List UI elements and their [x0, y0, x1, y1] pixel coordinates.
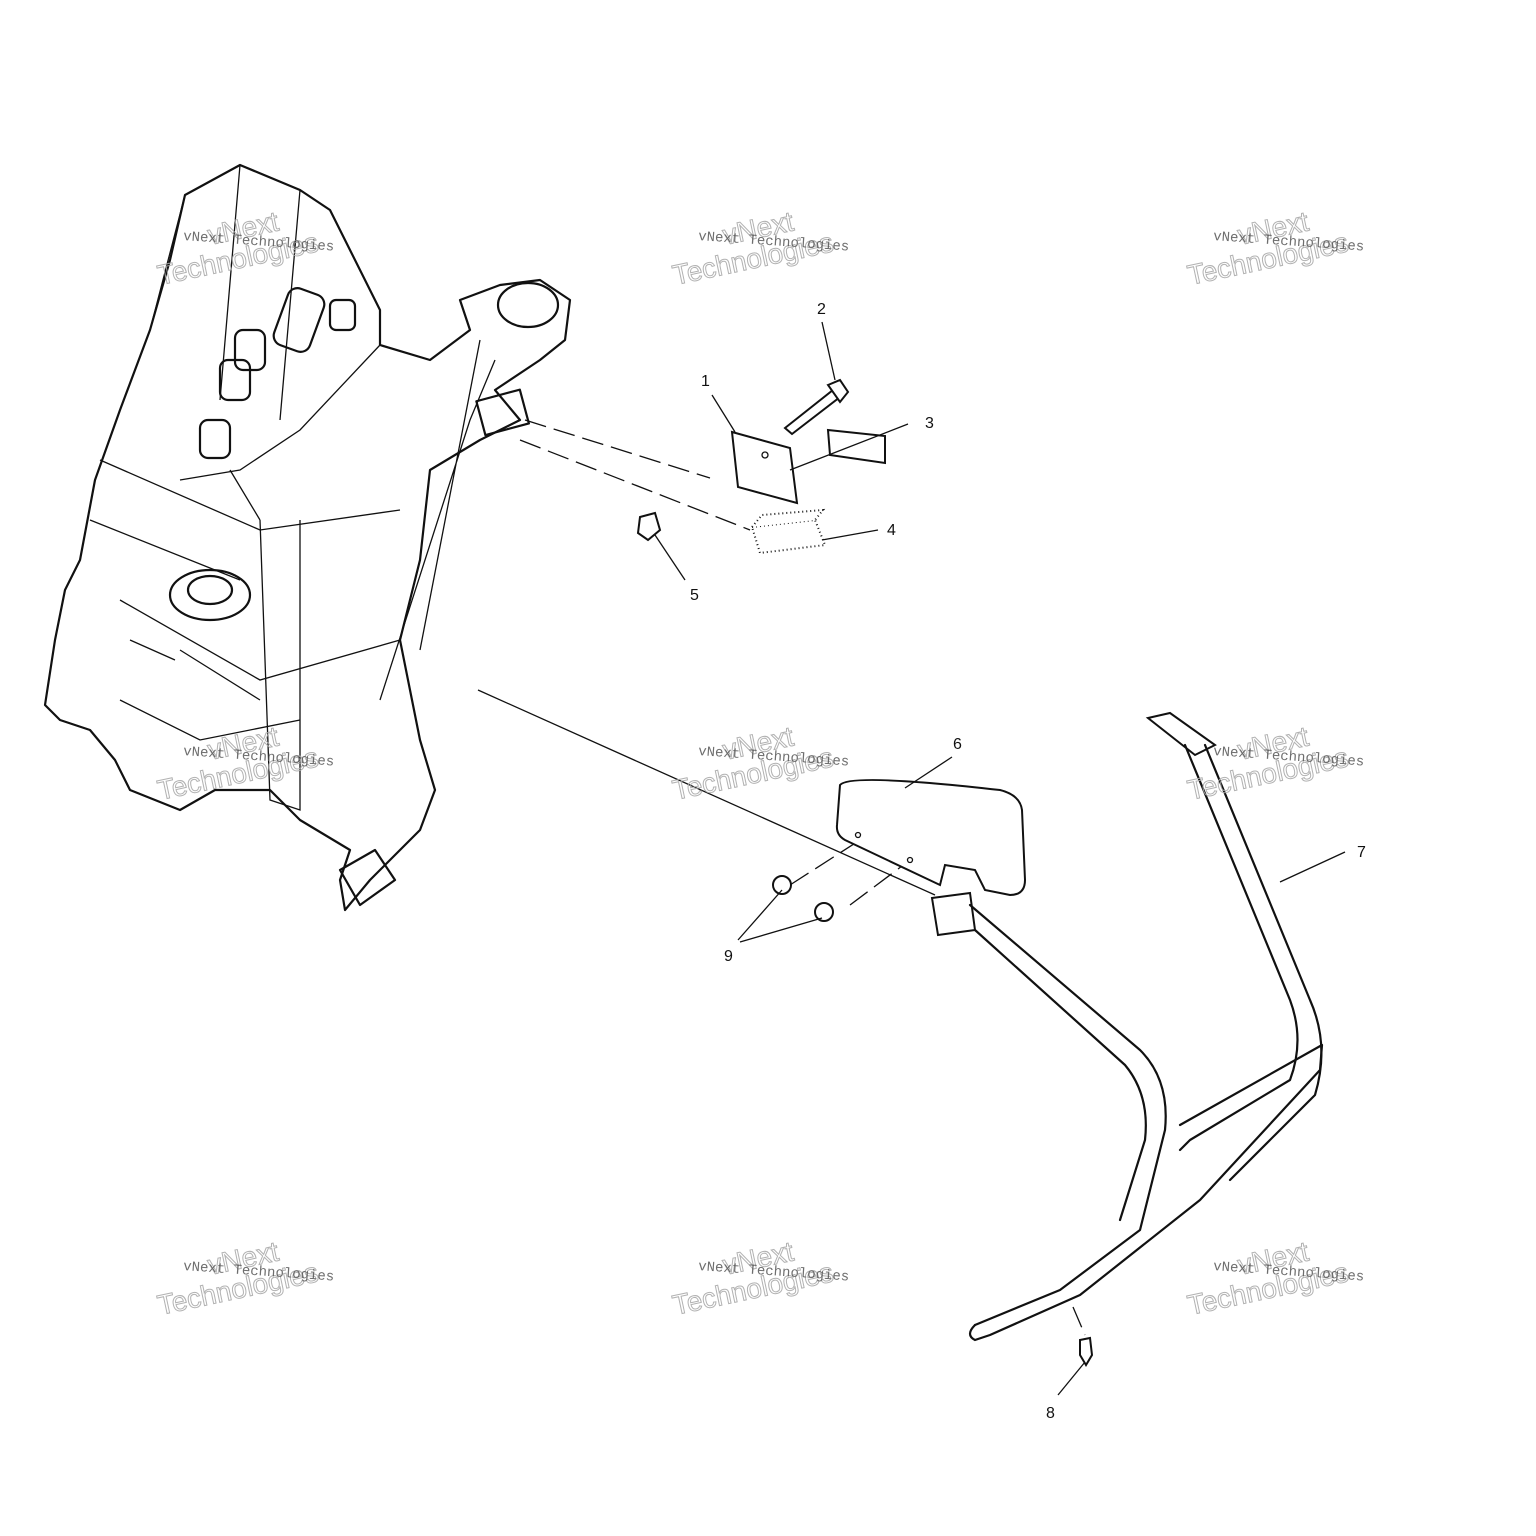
part-9-rivets	[737, 875, 834, 943]
part-1-plate	[730, 430, 799, 505]
callout-6: 6	[953, 736, 962, 753]
callout-9: 9	[724, 948, 733, 965]
callout-leaders	[654, 321, 1346, 883]
vehicle-frame	[43, 163, 572, 912]
part-2-bolt	[783, 378, 850, 436]
callout-1: 1	[701, 373, 710, 390]
part-4-foam-block	[750, 508, 827, 555]
part-7-bumper	[930, 711, 1324, 1342]
callout-2: 2	[817, 301, 826, 318]
callout-labels: 1 2 3 4 5 6 7 8 9	[690, 301, 1366, 1422]
callout-3: 3	[925, 415, 934, 432]
callout-5: 5	[690, 587, 699, 604]
part-5-clip	[636, 511, 662, 542]
part-8-screw	[1057, 1336, 1094, 1396]
assembly-lines	[477, 419, 1086, 1336]
callout-7: 7	[1357, 844, 1366, 861]
callout-8: 8	[1046, 1405, 1055, 1422]
part-6-pad	[835, 779, 1027, 897]
part-3-decal	[826, 428, 886, 465]
callout-4: 4	[887, 522, 896, 539]
